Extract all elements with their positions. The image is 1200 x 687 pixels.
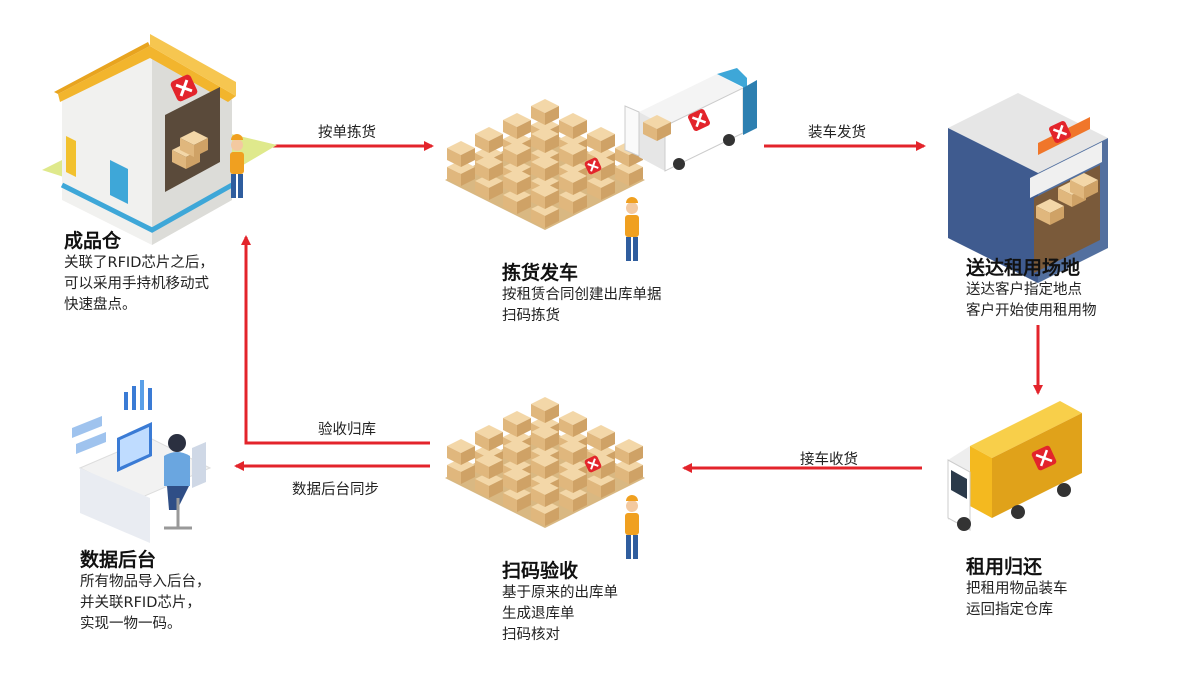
node-desc-line: 送达客户指定地点 (966, 282, 1082, 298)
edge-label-pick: 按单拣货 (318, 125, 376, 141)
pallet-boxes-icon (445, 397, 645, 559)
van-icon (624, 68, 757, 172)
node-desc-line: 按租赁合同创建出库单据 (502, 287, 662, 303)
node-desc-scan: 基于原来的出库单 生成退库单 扫码核对 (502, 583, 618, 646)
node-desc-backend: 所有物品导入后台， 并关联RFID芯片， 实现一物一码。 (80, 572, 211, 635)
node-desc-warehouse: 关联了RFID芯片之后， 可以采用手持机移动式 快速盘点。 (64, 253, 214, 316)
truck-icon (947, 401, 1082, 531)
node-desc-line: 所有物品导入后台， (80, 574, 211, 590)
node-title-warehouse: 成品仓 (64, 230, 122, 252)
node-desc-line: 可以采用手持机移动式 (64, 276, 209, 292)
node-title-picking: 拣货发车 (502, 262, 579, 284)
node-desc-line: 生成退库单 (502, 606, 575, 622)
node-desc-return: 把租用物品装车 运回指定仓库 (966, 579, 1068, 621)
arrow-inspect (241, 235, 430, 445)
edge-label-receive: 接车收货 (800, 452, 858, 468)
node-desc-line: 把租用物品装车 (966, 581, 1068, 597)
warehouse-icon (42, 34, 277, 245)
node-desc-line: 扫码拣货 (502, 308, 560, 324)
node-desc-delivery: 送达客户指定地点 客户开始使用租用物 (966, 280, 1097, 322)
node-desc-line: 扫码核对 (502, 627, 560, 643)
worker-icon (625, 197, 639, 261)
node-title-return: 租用归还 (966, 556, 1043, 578)
edge-label-load: 装车发货 (808, 125, 866, 141)
node-desc-line: 运回指定仓库 (966, 602, 1053, 618)
node-desc-line: 客户开始使用租用物 (966, 303, 1097, 319)
node-title-backend: 数据后台 (80, 549, 157, 571)
edge-label-sync: 数据后台同步 (292, 482, 379, 498)
loading-dock-icon (948, 93, 1108, 283)
node-desc-line: 基于原来的出库单 (502, 585, 618, 601)
worker-icon (230, 134, 244, 198)
office-desk-icon (72, 380, 212, 543)
pallet-boxes-icon (445, 99, 645, 261)
node-title-delivery: 送达租用场地 (966, 257, 1081, 279)
node-desc-picking: 按租赁合同创建出库单据 扫码拣货 (502, 285, 662, 327)
node-desc-line: 快速盘点。 (64, 297, 137, 313)
node-title-scan: 扫码验收 (502, 560, 579, 582)
worker-icon (625, 495, 639, 559)
node-desc-line: 关联了RFID芯片之后， (64, 255, 214, 271)
edge-label-inspect: 验收归库 (318, 422, 376, 438)
node-desc-line: 并关联RFID芯片， (80, 595, 201, 611)
node-desc-line: 实现一物一码。 (80, 616, 182, 632)
